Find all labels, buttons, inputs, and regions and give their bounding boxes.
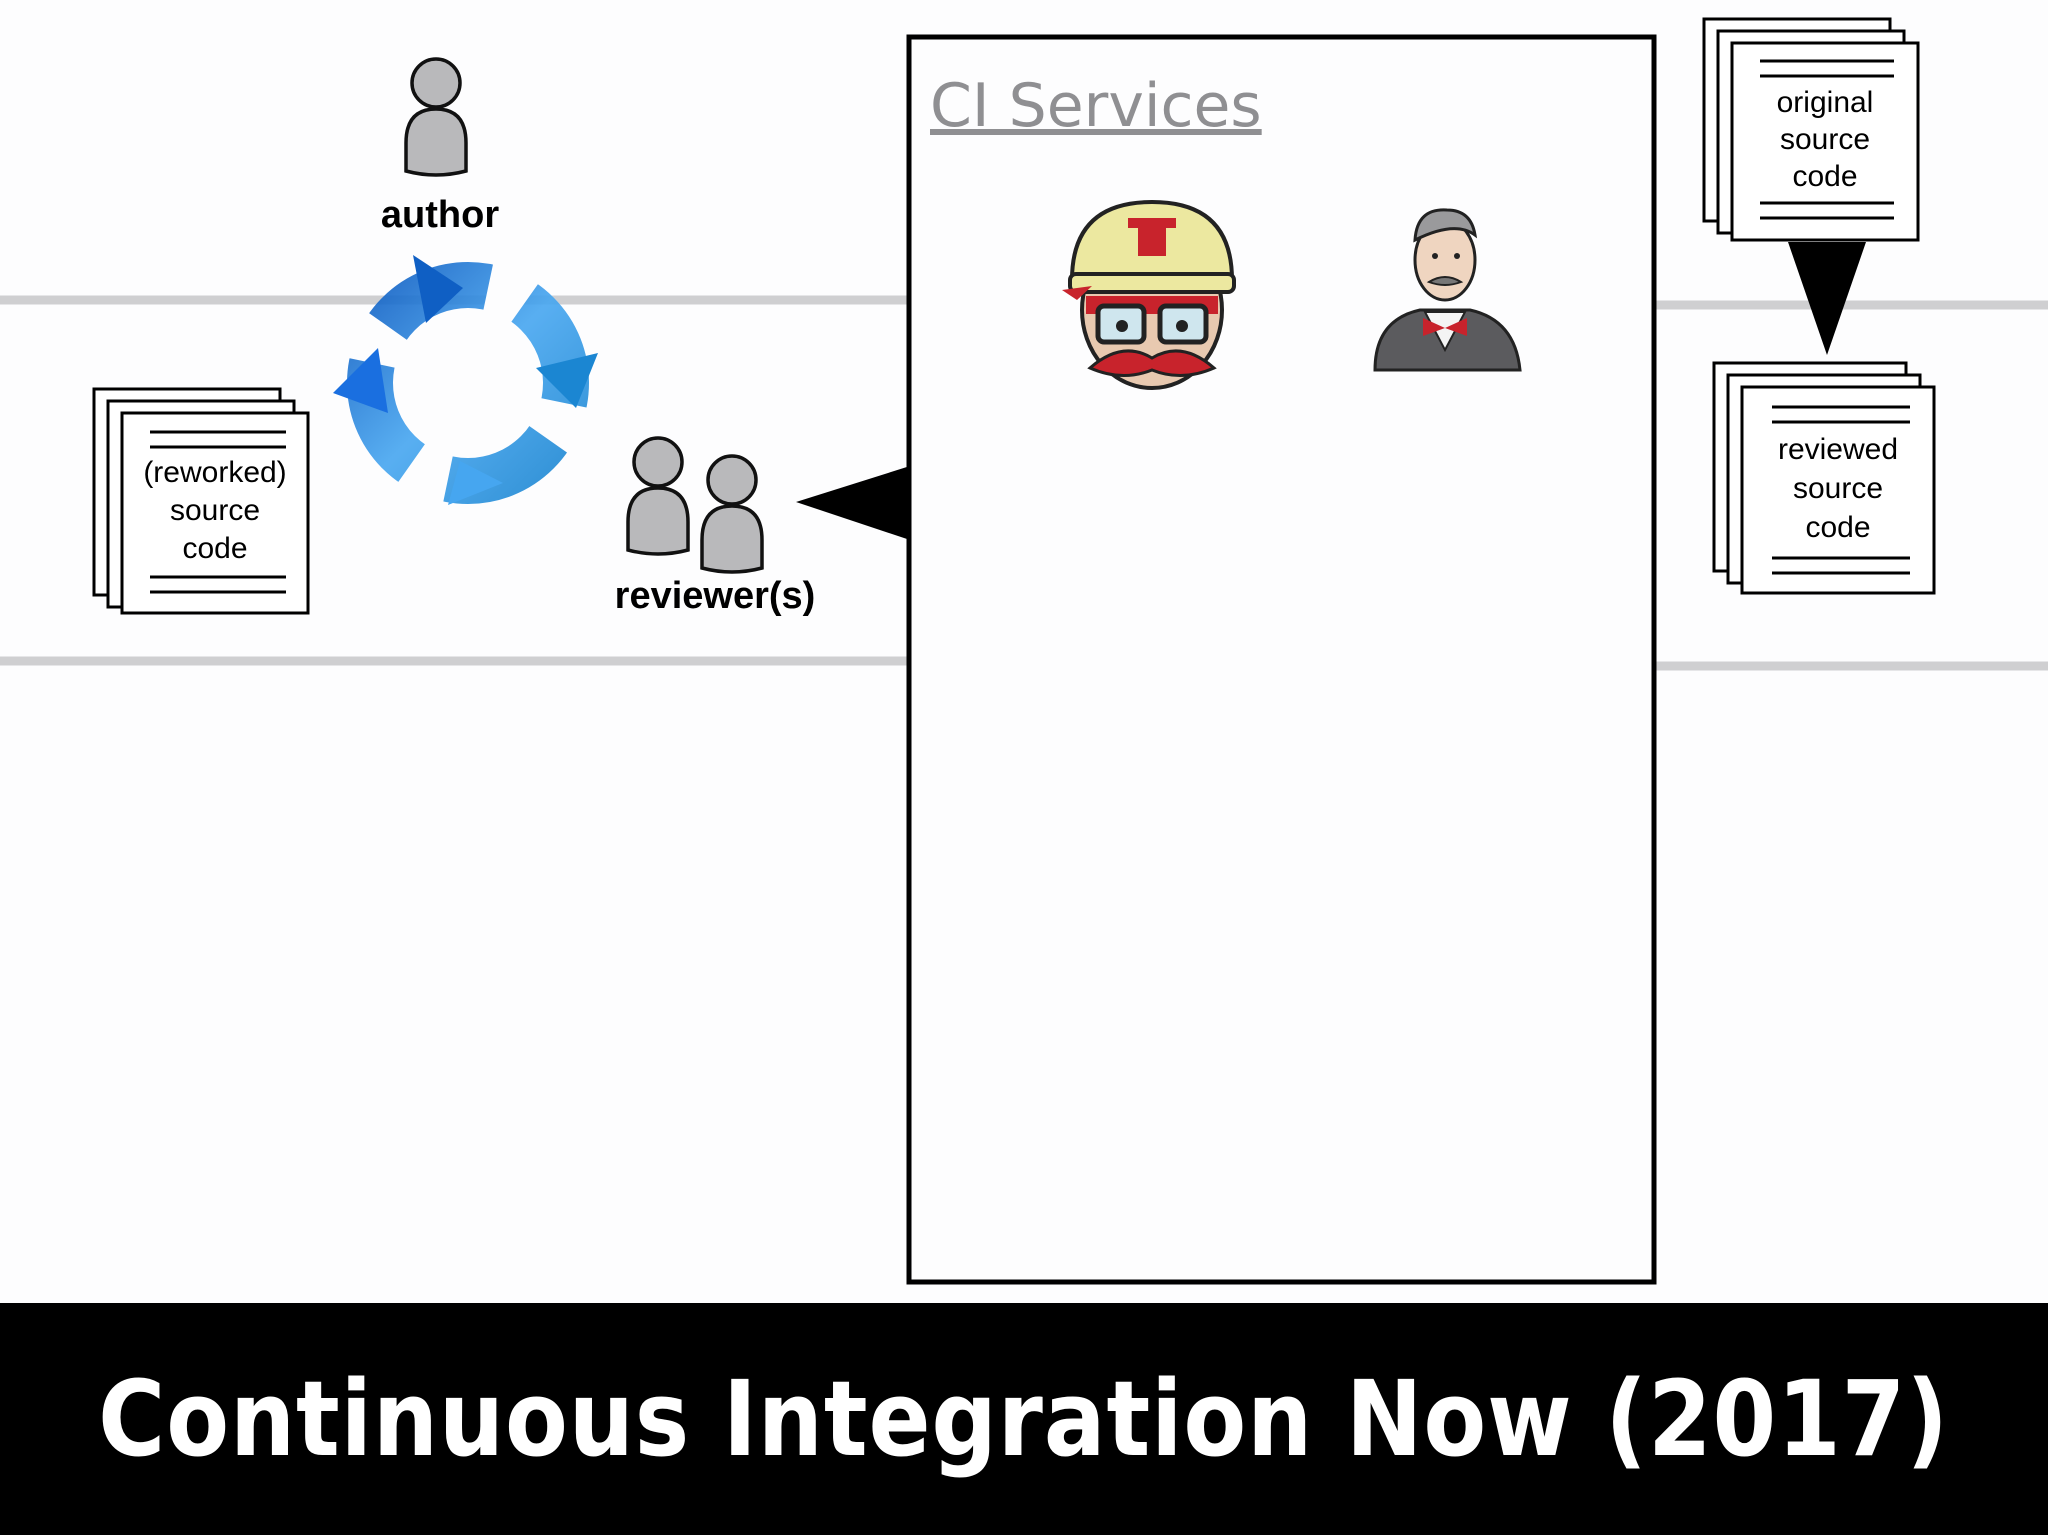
jenkins-butler-icon — [1373, 208, 1522, 372]
document-line: source — [170, 494, 260, 527]
original-source-code-document: original source code — [1702, 17, 1920, 242]
author-label: author — [381, 194, 499, 236]
flow-arrow — [1788, 242, 1866, 355]
document-line: (reworked) — [143, 456, 286, 489]
ci-services-box — [906, 34, 1657, 1285]
document-line: source — [1793, 472, 1883, 505]
reviewer-person-icon — [626, 436, 690, 556]
document-line: code — [1805, 511, 1870, 544]
reworked-source-code-document: (reworked) source code — [92, 387, 310, 615]
reviewed-source-code-document: reviewed source code — [1712, 361, 1936, 595]
slide-title-bar: Continuous Integration Now (2017) — [0, 1303, 2048, 1535]
document-line: reviewed — [1778, 433, 1898, 466]
document-line: original — [1777, 86, 1874, 119]
slide-title: Continuous Integration Now (2017) — [98, 1358, 1950, 1480]
ci-services-title: CI Services — [930, 71, 1262, 141]
refresh-cycle-icon — [333, 255, 598, 507]
pointer-arrow — [796, 466, 910, 540]
reviewers-label: reviewer(s) — [615, 575, 816, 617]
travis-ci-mascot-icon — [1062, 199, 1236, 390]
document-line: code — [1792, 160, 1857, 193]
document-line: source — [1780, 123, 1870, 156]
reviewer-person-icon — [700, 454, 764, 574]
author-person-icon — [404, 57, 468, 177]
document-line: code — [182, 532, 247, 565]
